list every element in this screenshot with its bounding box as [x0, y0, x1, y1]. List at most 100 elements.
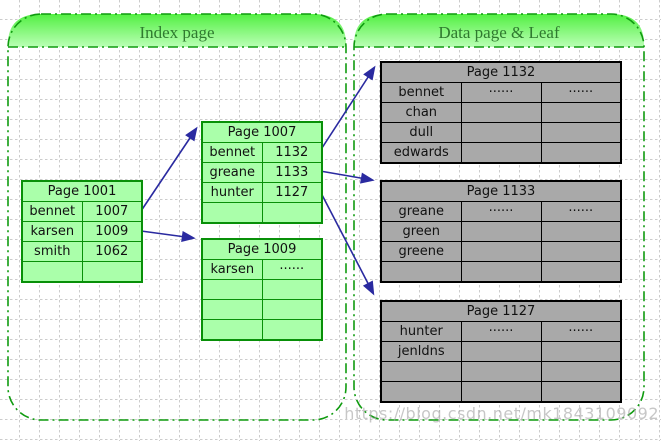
cell: greane	[201, 162, 263, 183]
cell: ······	[460, 82, 542, 103]
cell	[261, 279, 323, 300]
cell	[460, 122, 542, 143]
cell	[261, 299, 323, 320]
table-title-row: Page 1127	[380, 300, 622, 322]
table-row	[201, 299, 323, 320]
table-row: greane ······ ······	[380, 201, 622, 222]
cell: bennet	[21, 201, 83, 222]
cell	[460, 341, 542, 362]
cell	[540, 241, 622, 262]
cell: green	[380, 221, 462, 242]
table-row: bennet 1132	[201, 142, 323, 163]
table-row: bennet ······ ······	[380, 82, 622, 103]
cell: bennet	[380, 82, 462, 103]
table-row	[380, 361, 622, 382]
table-title-row: Page 1009	[201, 238, 323, 260]
table-page-1133: Page 1133 greane ······ ······ green gre…	[380, 180, 622, 283]
cell: greene	[380, 241, 462, 262]
cell: hunter	[380, 321, 462, 342]
arrow-karsen1001-to-page1009	[140, 230, 196, 243]
cell	[380, 381, 462, 403]
data-page-container	[353, 13, 645, 421]
watermark: https://blog.csdn.net/mk1843109092	[344, 404, 659, 423]
cell	[540, 341, 622, 362]
table-page-1127: Page 1127 hunter ······ ······ jenldns	[380, 300, 622, 403]
cell: ······	[261, 259, 323, 280]
table-row: hunter 1127	[201, 182, 323, 203]
cell: bennet	[201, 142, 263, 163]
table-title: Page 1132	[380, 61, 622, 83]
table-row: hunter ······ ······	[380, 321, 622, 342]
table-page-1009: Page 1009 karsen ······	[201, 238, 324, 341]
cell: ······	[540, 201, 622, 222]
table-row	[201, 279, 323, 300]
table-row: karsen ······	[201, 259, 323, 280]
table-title-row: Page 1007	[201, 121, 323, 143]
cell	[460, 102, 542, 123]
cell: 1062	[81, 241, 143, 262]
cell: 1009	[81, 221, 143, 242]
table-row: bennet 1007	[21, 201, 143, 222]
cell	[201, 299, 263, 320]
cell	[540, 142, 622, 164]
cell: ······	[540, 321, 622, 342]
table-row: jenldns	[380, 341, 622, 362]
arrow-hunter1007-to-page1127	[319, 190, 375, 296]
cell	[261, 319, 323, 341]
cell: jenldns	[380, 341, 462, 362]
cell	[201, 202, 263, 224]
index-page-container	[7, 13, 347, 421]
cell	[460, 381, 542, 403]
cell	[201, 279, 263, 300]
cell: ······	[460, 321, 542, 342]
cell: karsen	[201, 259, 263, 280]
cell	[380, 361, 462, 382]
table-page-1132: Page 1132 bennet ······ ······ chan dull…	[380, 61, 622, 164]
table-row: edwards	[380, 142, 622, 164]
cell	[261, 202, 323, 224]
table-row: karsen 1009	[21, 221, 143, 242]
cell	[540, 261, 622, 283]
cell: hunter	[201, 182, 263, 203]
table-title: Page 1009	[201, 238, 323, 260]
table-row: dull	[380, 122, 622, 143]
cell: dull	[380, 122, 462, 143]
cell: greane	[380, 201, 462, 222]
cell	[460, 142, 542, 164]
cell: smith	[21, 241, 83, 262]
table-row: green	[380, 221, 622, 242]
table-row: greane 1133	[201, 162, 323, 183]
table-title-row: Page 1133	[380, 180, 622, 202]
cell	[380, 261, 462, 283]
cell: 1132	[261, 142, 323, 163]
cell	[540, 361, 622, 382]
cell	[201, 319, 263, 341]
table-row	[201, 202, 323, 224]
table-title: Page 1007	[201, 121, 323, 143]
cell	[460, 241, 542, 262]
table-row	[201, 319, 323, 341]
cell	[540, 102, 622, 123]
cell	[460, 361, 542, 382]
cell: chan	[380, 102, 462, 123]
table-row: smith 1062	[21, 241, 143, 262]
data-page-title: Data page & Leaf	[438, 23, 560, 42]
arrow-layer	[140, 65, 376, 296]
index-page-title: Index page	[139, 23, 215, 42]
cell: ······	[540, 82, 622, 103]
table-page-1007: Page 1007 bennet 1132 greane 1133 hunter…	[201, 121, 324, 224]
data-page-header	[354, 14, 644, 47]
cell: edwards	[380, 142, 462, 164]
cell	[540, 122, 622, 143]
arrow-bennet1001-to-page1007	[140, 126, 198, 212]
table-title: Page 1127	[380, 300, 622, 322]
table-title-row: Page 1132	[380, 61, 622, 83]
cell	[540, 221, 622, 242]
arrow-greane1007-to-page1133	[319, 170, 375, 184]
cell: ······	[460, 201, 542, 222]
cell	[81, 261, 143, 283]
table-title-row: Page 1001	[21, 180, 143, 202]
table-title: Page 1133	[380, 180, 622, 202]
table-page-1001: Page 1001 bennet 1007 karsen 1009 smith …	[21, 180, 144, 283]
